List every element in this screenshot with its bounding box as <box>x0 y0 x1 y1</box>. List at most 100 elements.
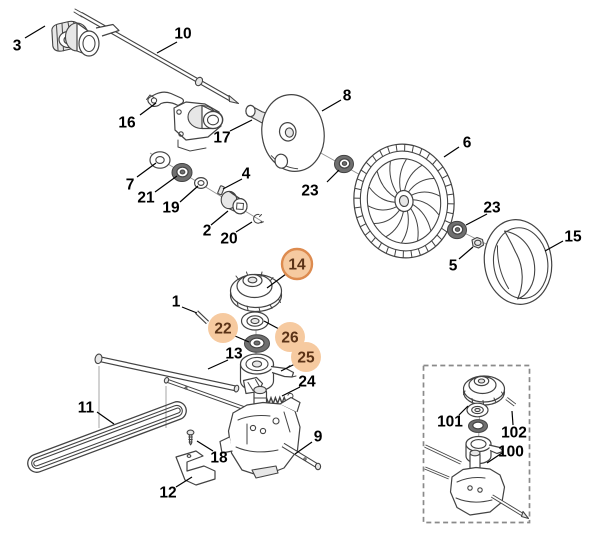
part-drawing-19[interactable] <box>194 177 209 190</box>
part-label-5[interactable]: 5 <box>449 246 474 274</box>
part-drawing-11[interactable] <box>25 399 189 475</box>
highlight-circle-26[interactable] <box>275 322 305 352</box>
part-label-21[interactable]: 21 <box>137 175 178 206</box>
leader-line-24 <box>281 386 301 397</box>
part-number-14[interactable]: 14 <box>288 256 306 273</box>
part-label-4[interactable]: 4 <box>222 165 251 190</box>
part-number-26[interactable]: 26 <box>281 329 299 346</box>
part-drawing-22[interactable] <box>244 334 270 353</box>
part-number-21[interactable]: 21 <box>137 189 155 206</box>
part-label-14[interactable]: 14 <box>266 247 314 289</box>
part-label-16[interactable]: 16 <box>118 102 157 131</box>
part-drawing-2[interactable] <box>220 190 248 215</box>
part-label-15[interactable]: 15 <box>544 228 582 252</box>
part-label-2[interactable]: 2 <box>203 210 229 239</box>
part-label-18[interactable]: 18 <box>196 440 228 466</box>
wheel-tread-tick <box>446 211 454 215</box>
leader-line-4 <box>222 178 243 190</box>
part-number-3[interactable]: 3 <box>13 37 22 54</box>
part-number-13[interactable]: 13 <box>225 345 243 362</box>
part-drawing-20[interactable] <box>253 213 264 224</box>
part-label-19[interactable]: 19 <box>162 185 199 216</box>
part-label-3[interactable]: 3 <box>13 25 46 54</box>
part-label-22[interactable]: 22 <box>208 313 250 343</box>
part-label-13[interactable]: 13 <box>207 345 243 370</box>
part-label-24[interactable]: 24 <box>281 373 316 397</box>
part-number-22[interactable]: 22 <box>214 320 231 337</box>
inset-pulley-101[interactable] <box>462 375 506 406</box>
inset-gearbox-100[interactable] <box>449 449 530 520</box>
part-number-1[interactable]: 1 <box>172 293 181 310</box>
part-number-15[interactable]: 15 <box>564 228 582 245</box>
part-number-25[interactable]: 25 <box>297 349 315 366</box>
wheel-tread-tick <box>394 249 397 257</box>
part-drawing-23-left[interactable] <box>334 154 354 174</box>
part-label-100[interactable]: 100 <box>486 443 524 464</box>
part-number-100[interactable]: 100 <box>498 443 524 460</box>
part-drawing-4[interactable] <box>217 185 225 196</box>
part-number-16[interactable]: 16 <box>118 114 136 131</box>
part-number-19[interactable]: 19 <box>162 199 180 216</box>
part-drawing-26[interactable] <box>240 311 270 331</box>
part-label-23-left[interactable]: 23 <box>301 169 340 199</box>
part-number-9[interactable]: 9 <box>314 428 323 445</box>
part-number-11[interactable]: 11 <box>78 399 95 416</box>
part-label-101[interactable]: 101 <box>437 405 469 430</box>
part-drawing-12[interactable] <box>175 450 216 486</box>
part-drawing-8[interactable] <box>256 90 329 176</box>
part-label-25[interactable]: 25 <box>280 342 321 372</box>
part-number-6[interactable]: 6 <box>463 134 472 151</box>
leader-line-5 <box>458 246 474 260</box>
part-drawing-5[interactable] <box>471 236 485 249</box>
part-number-20[interactable]: 20 <box>220 230 237 247</box>
part-drawing-13[interactable] <box>94 353 264 395</box>
part-label-7[interactable]: 7 <box>126 162 157 193</box>
part-number-10[interactable]: 10 <box>174 25 191 42</box>
part-label-10[interactable]: 10 <box>156 25 192 54</box>
part-drawing-gearbox-9[interactable] <box>219 385 322 479</box>
part-number-24[interactable]: 24 <box>298 373 316 390</box>
part-number-102[interactable]: 102 <box>501 424 527 441</box>
highlight-circle-14[interactable] <box>280 247 314 281</box>
part-number-5[interactable]: 5 <box>449 257 458 274</box>
leader-line-9 <box>294 441 313 455</box>
part-number-12[interactable]: 12 <box>159 484 176 501</box>
part-drawing-15[interactable] <box>479 215 557 308</box>
part-label-23-right[interactable]: 23 <box>465 199 501 226</box>
part-number-17[interactable]: 17 <box>213 129 230 146</box>
part-drawing-23-right[interactable] <box>447 220 467 240</box>
highlight-circle-22[interactable] <box>208 313 238 343</box>
highlight-circle-25[interactable] <box>291 342 321 372</box>
part-label-9[interactable]: 9 <box>294 428 323 455</box>
part-number-101[interactable]: 101 <box>437 413 463 430</box>
part-number-23-right[interactable]: 23 <box>483 199 501 216</box>
part-number-2[interactable]: 2 <box>203 222 212 239</box>
part-drawing-10[interactable] <box>64 8 240 105</box>
part-drawing-1[interactable] <box>194 310 210 325</box>
part-number-18[interactable]: 18 <box>210 449 228 466</box>
wheel-spoke <box>368 186 396 203</box>
wheel-spoke <box>407 177 435 193</box>
part-label-20[interactable]: 20 <box>220 221 253 247</box>
part-number-23-left[interactable]: 23 <box>301 182 319 199</box>
wheel-tread-tick <box>411 145 414 153</box>
wheel-tread-tick <box>364 230 371 236</box>
part-number-4[interactable]: 4 <box>242 165 251 182</box>
part-label-26[interactable]: 26 <box>263 320 305 352</box>
part-label-12[interactable]: 12 <box>159 476 193 501</box>
part-label-1[interactable]: 1 <box>172 293 198 314</box>
part-label-11[interactable]: 11 <box>78 399 115 425</box>
part-label-102[interactable]: 102 <box>501 410 527 441</box>
part-drawing-18[interactable] <box>186 429 195 446</box>
part-drawing-14[interactable] <box>229 271 283 313</box>
part-label-6[interactable]: 6 <box>443 134 472 158</box>
part-drawing-6[interactable] <box>347 138 462 265</box>
part-number-8[interactable]: 8 <box>343 87 352 104</box>
wheel-tread-tick <box>372 155 377 162</box>
part-number-7[interactable]: 7 <box>126 176 135 193</box>
inset-pin-102[interactable] <box>505 397 517 407</box>
part-drawing-21[interactable] <box>171 163 193 182</box>
part-drawing-16[interactable] <box>146 91 185 108</box>
part-label-17[interactable]: 17 <box>213 119 253 146</box>
part-label-8[interactable]: 8 <box>321 87 352 112</box>
